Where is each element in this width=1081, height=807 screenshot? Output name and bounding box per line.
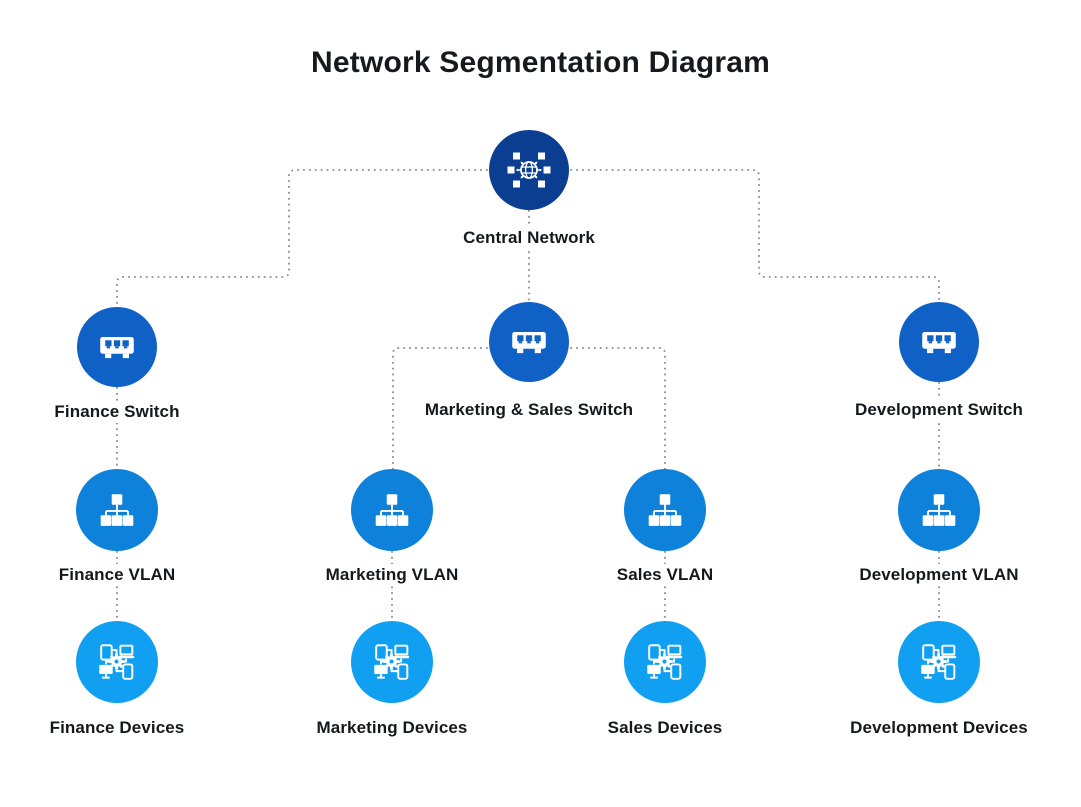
node-development-switch-label: Development Switch [848,399,1030,421]
connected-devices-icon [916,639,962,685]
connected-devices-icon [642,639,688,685]
diagram-title: Network Segmentation Diagram [310,46,771,79]
node-finance-switch [77,307,157,387]
node-finance-vlan [76,469,158,551]
node-sales-devices-label: Sales Devices [601,717,729,739]
node-development-vlan [898,469,980,551]
network-switch-icon [916,319,962,365]
vlan-tree-icon [642,487,688,533]
node-finance-switch-label: Finance Switch [48,401,186,423]
node-central-network [489,130,569,210]
node-marketing-sales-switch-label: Marketing & Sales Switch [418,399,640,421]
network-switch-icon [506,319,552,365]
edge-switch-to-sales-vlan [529,347,666,469]
node-development-switch [899,302,979,382]
vlan-tree-icon [369,487,415,533]
connected-devices-icon [369,639,415,685]
node-development-devices-label: Development Devices [844,717,1034,739]
node-sales-vlan [624,469,706,551]
node-marketing-sales-switch [489,302,569,382]
connected-devices-icon [94,639,140,685]
node-marketing-vlan [351,469,433,551]
vlan-tree-icon [94,487,140,533]
edge-central-to-finance-switch [116,169,529,307]
network-globe-icon [505,146,553,194]
node-finance-vlan-label: Finance VLAN [52,564,182,586]
vlan-tree-icon [916,487,962,533]
node-finance-devices [76,621,158,703]
node-development-vlan-label: Development VLAN [853,564,1025,586]
edge-switch-to-marketing-vlan [392,347,529,469]
node-central-network-label: Central Network [457,227,601,249]
node-marketing-devices [351,621,433,703]
node-finance-devices-label: Finance Devices [43,717,191,739]
network-switch-icon [94,324,140,370]
node-sales-vlan-label: Sales VLAN [610,564,720,586]
node-development-devices [898,621,980,703]
node-sales-devices [624,621,706,703]
node-marketing-devices-label: Marketing Devices [310,717,474,739]
node-marketing-vlan-label: Marketing VLAN [319,564,465,586]
